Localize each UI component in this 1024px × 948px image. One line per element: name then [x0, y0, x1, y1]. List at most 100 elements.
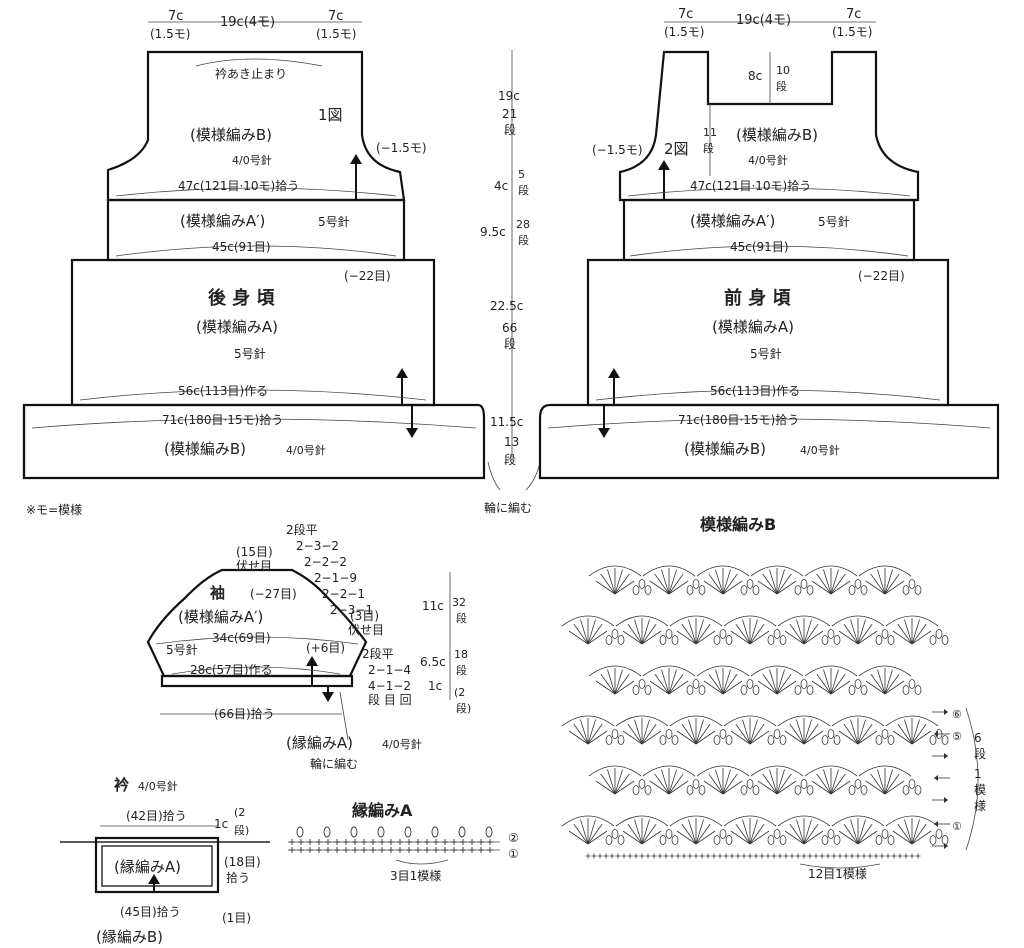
- pattern-b-chain: [833, 735, 841, 745]
- pattern-b-chain: [767, 735, 775, 745]
- pattern-b-stitch: [837, 853, 843, 859]
- pattern-b-stitch: [879, 853, 885, 859]
- pattern-b-chain: [638, 679, 646, 689]
- pattern-b-chain: [860, 585, 868, 595]
- sleeve-bind15b: 伏せ目: [236, 559, 272, 573]
- pattern-b-fan-stitch: [668, 573, 684, 595]
- pattern-b-chain: [887, 835, 895, 845]
- pattern-b-chain: [848, 785, 856, 795]
- pattern-b-fan-stitch: [573, 823, 589, 845]
- pattern-b-fan-stitch: [857, 619, 866, 645]
- pattern-b-fan-stitch: [884, 769, 893, 795]
- back-make-56: 56c(113目)作る: [178, 384, 268, 398]
- pattern-b-chain: [806, 585, 814, 595]
- pattern-b-chain-arch: [615, 615, 669, 627]
- pattern-b-fan-stitch: [897, 723, 913, 745]
- edging-stitch: [334, 847, 340, 853]
- front-top-15-right: (1.5モ): [832, 25, 872, 39]
- pattern-b-fan-stitch: [695, 830, 716, 845]
- pattern-b-stitch: [915, 853, 921, 859]
- pattern-b-fan-stitch: [595, 680, 616, 695]
- pattern-b-stitch: [897, 853, 903, 859]
- pattern-b-stitch: [681, 853, 687, 859]
- pattern-b-fan-stitch: [897, 623, 913, 645]
- pattern-b-fan-stitch: [587, 630, 608, 645]
- pattern-b-fan-stitch: [661, 569, 670, 595]
- pattern-b-fan-stitch: [568, 730, 589, 745]
- patb-row5: ⑤: [952, 730, 962, 743]
- pattern-b-chain: [779, 735, 787, 745]
- pattern-b-chain: [713, 735, 721, 745]
- pattern-b-fan-stitch: [865, 680, 886, 695]
- front-top-15-left: (1.5モ): [664, 25, 704, 39]
- sleeve-r6: 2−3−1: [330, 603, 373, 617]
- pattern-b-chain-arch: [777, 715, 831, 727]
- pattern-b-chain-arch: [723, 715, 777, 727]
- pattern-b-fan-stitch: [703, 580, 724, 595]
- pattern-b-fan-stitch: [722, 769, 731, 795]
- patb-rep-v1: 6: [974, 731, 982, 745]
- pattern-b-fan-stitch: [776, 573, 792, 595]
- pattern-b-fan-stitch: [911, 623, 927, 645]
- pattern-b-fan-stitch: [749, 630, 770, 645]
- row-direction-arrow-head: [944, 753, 948, 759]
- pattern-b-fan-stitch: [870, 573, 886, 595]
- pattern-b-fan-stitch: [668, 680, 689, 695]
- pattern-b-fan-stitch: [911, 730, 932, 745]
- edging-stitch: [460, 847, 466, 853]
- pattern-b-chain: [659, 835, 667, 845]
- pattern-b-chain: [821, 735, 829, 745]
- pattern-b-chain: [644, 685, 652, 695]
- pattern-b-stitch: [885, 853, 891, 859]
- pattern-b-chain-arch: [804, 565, 858, 577]
- pattern-b-fan-stitch: [688, 619, 697, 645]
- pattern-b-fan-stitch: [857, 630, 878, 645]
- pattern-b-chain: [806, 785, 814, 795]
- pattern-b-stitch: [903, 853, 909, 859]
- row-direction-arrow-head: [934, 731, 938, 737]
- h-225r: 66: [502, 321, 517, 335]
- pattern-b-chain: [665, 829, 673, 839]
- pattern-b-chain-arch: [777, 615, 831, 627]
- h-115d: 段: [504, 452, 516, 467]
- edging-stitch: [406, 839, 412, 845]
- pattern-b-fan-stitch: [811, 680, 832, 695]
- edging-stitch: [370, 839, 376, 845]
- pattern-b-fan-stitch: [816, 773, 832, 795]
- h-4d: 段: [518, 183, 529, 197]
- front-pattern-a2: (模様編みA′): [690, 212, 775, 230]
- pattern-b-chain-arch: [777, 815, 831, 827]
- pattern-b-fan-stitch: [749, 730, 770, 745]
- edging-row2: ②: [508, 831, 519, 845]
- back-fig1: 1図: [318, 106, 343, 124]
- row-direction-arrow-head: [944, 709, 948, 715]
- pattern-b-fan-stitch: [857, 823, 873, 845]
- pattern-b-fan-stitch: [857, 623, 873, 645]
- pattern-b-fan-stitch: [641, 823, 657, 845]
- edging-stitch: [406, 847, 412, 853]
- pattern-b-stitch: [639, 853, 645, 859]
- pattern-b-fan-stitch: [614, 569, 623, 595]
- sleeve-inc6: (+6目): [306, 641, 345, 655]
- pattern-b-chain-arch: [723, 815, 777, 827]
- pattern-b-fan-stitch: [715, 569, 724, 595]
- sleeve-h65c: 6.5c: [420, 655, 446, 669]
- pattern-b-chain: [767, 835, 775, 845]
- pattern-b-stitch: [735, 853, 741, 859]
- pattern-b-fan-stitch: [803, 723, 819, 745]
- pattern-b-fan-stitch: [703, 680, 724, 695]
- pattern-b-fan-stitch: [627, 823, 643, 845]
- pattern-b-fan-stitch: [769, 769, 778, 795]
- front-make-56: 56c(113目)作る: [710, 384, 800, 398]
- sleeve-h1c: 1c: [428, 679, 442, 693]
- pattern-b-fan-stitch: [877, 769, 886, 795]
- pattern-b-chain: [632, 785, 640, 795]
- back-needle-5: 5号針: [234, 346, 266, 361]
- pattern-b-chain: [665, 629, 673, 639]
- pattern-b-fan-stitch: [796, 819, 805, 845]
- pattern-b-chain: [698, 785, 706, 795]
- pattern-b-chain: [698, 585, 706, 595]
- pattern-b-fan-stitch: [622, 830, 643, 845]
- pattern-b-fan-stitch: [614, 773, 630, 795]
- pattern-b-chain: [833, 835, 841, 845]
